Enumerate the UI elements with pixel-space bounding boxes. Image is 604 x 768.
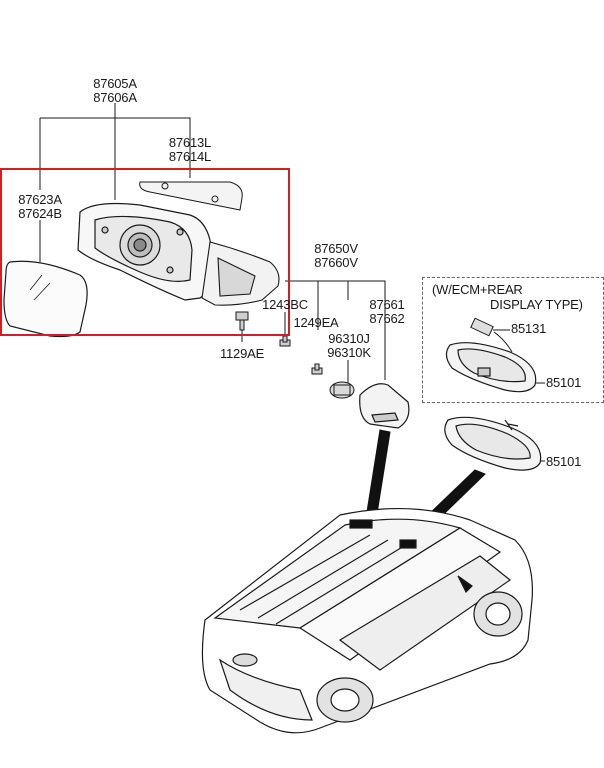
- label-1129ae: 1129AE: [219, 346, 265, 361]
- label-ecm-title-1: (W/ECM+REAR: [432, 282, 523, 297]
- label-85101-ecm: 85101: [546, 375, 582, 390]
- mirror-mount-cover: [359, 383, 410, 429]
- mirror-cover-strip: [139, 181, 243, 211]
- label-87623a: 87623A: [18, 192, 62, 207]
- label-96310j: 96310J: [328, 331, 370, 346]
- screw-1243bc: [279, 335, 291, 347]
- label-87624b: 87624B: [18, 206, 62, 221]
- screw-1249ea: [311, 363, 323, 375]
- mirror-base: [201, 241, 280, 306]
- label-ecm-title-2: DISPLAY TYPE): [490, 297, 583, 312]
- label-87614l: 87614L: [168, 149, 212, 164]
- vehicle-illustration: [201, 507, 533, 734]
- label-87605a: 87605A: [93, 76, 137, 91]
- label-1249ea: 1249EA: [293, 315, 339, 330]
- harness-85131: [470, 317, 513, 353]
- label-87650v: 87650V: [314, 241, 358, 256]
- leader-87605a: [40, 117, 191, 168]
- ecm-mirror: [445, 342, 537, 393]
- label-87662: 87662: [369, 311, 405, 326]
- highlight-box: [0, 168, 290, 336]
- label-96310k: 96310K: [327, 345, 371, 360]
- label-87606a: 87606A: [93, 90, 137, 105]
- label-87660v: 87660V: [314, 255, 358, 270]
- label-85101-std: 85101: [546, 454, 582, 469]
- label-87661: 87661: [369, 297, 405, 312]
- standard-mirror: [444, 416, 542, 471]
- sensor-96310j: [329, 381, 355, 399]
- screw-1129ae: [235, 311, 249, 331]
- label-1243bc: 1243BC: [262, 297, 308, 312]
- label-87613l: 87613L: [168, 135, 212, 150]
- mirror-glass: [3, 260, 88, 338]
- label-85131: 85131: [511, 321, 547, 336]
